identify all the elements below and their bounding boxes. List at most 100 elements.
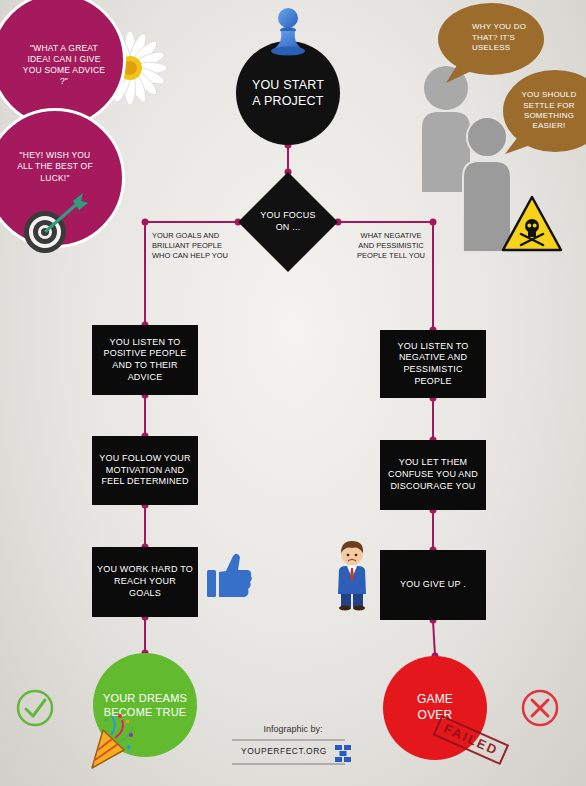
- tie: [350, 568, 354, 581]
- node-text: YOU FOCUS ON ...: [260, 210, 316, 233]
- circle-shape: [236, 41, 340, 145]
- logo-block: [335, 745, 342, 750]
- node-text: YOUR DREAMS BECOME TRUE: [100, 691, 190, 720]
- bubble-shape: [438, 3, 544, 75]
- node-outline: [236, 41, 340, 145]
- shoe: [339, 606, 351, 611]
- party-popper: [92, 714, 133, 768]
- flow-connector: [432, 510, 434, 550]
- node-text: "WHAT A GREAT IDEA! CAN I GIVE YOU SOME …: [22, 43, 106, 87]
- credit-site: YOUPERFECT.ORG: [234, 746, 334, 756]
- credit-rules: [232, 740, 345, 764]
- flow-connector: [433, 620, 435, 656]
- node-text-area: YOU START A PROJECT: [250, 55, 326, 131]
- process-box: YOU WORK HARD TO REACH YOUR GOALS: [92, 547, 198, 617]
- speech-bubble: WHY YOU DO THAT? IT'S USELESS: [438, 3, 544, 75]
- success-check-icon: [18, 691, 52, 725]
- sad-mouth: [348, 560, 356, 562]
- node-text-area: YOU LISTEN TO POSITIVE PEOPLE AND TO THE…: [97, 325, 193, 395]
- node-text-area: YOU FOCUS ON ...: [260, 200, 316, 244]
- eye: [347, 554, 350, 557]
- node-text-area: YOU LISTEN TO NEGATIVE AND PESSIMISTIC P…: [385, 330, 481, 398]
- hair: [341, 541, 363, 553]
- target-arrow: [46, 203, 78, 231]
- process-box: YOU FOLLOW YOUR MOTIVATION AND FEEL DETE…: [92, 436, 198, 505]
- node-text: YOU LISTEN TO NEGATIVE AND PESSIMISTIC P…: [385, 341, 481, 388]
- credit-rule: [232, 740, 345, 741]
- sad-businessman: [338, 541, 366, 611]
- credit-caption: Infographic by:: [232, 724, 354, 735]
- confetti: [129, 733, 133, 737]
- skull-jaw: [528, 230, 536, 237]
- logo-block: [344, 745, 351, 750]
- failed-stamp: FAILED: [433, 715, 509, 765]
- node-text-area: YOUR DREAMS BECOME TRUE: [100, 665, 190, 745]
- node-text: YOU LISTEN TO POSITIVE PEOPLE AND TO THE…: [97, 337, 193, 384]
- process-box: YOU LISTEN TO POSITIVE PEOPLE AND TO THE…: [92, 325, 198, 395]
- popper-cone: [92, 730, 124, 768]
- node-text: YOU GIVE UP .: [385, 579, 481, 591]
- logo-block: [344, 757, 351, 762]
- process-box: YOU LISTEN TO NEGATIVE AND PESSIMISTIC P…: [380, 330, 486, 398]
- danger-sign: [503, 197, 561, 250]
- node-text-area: "WHAT A GREAT IDEA! CAN I GIVE YOU SOME …: [22, 32, 106, 98]
- flow-connector: [145, 222, 238, 325]
- connector-dot: [142, 219, 149, 226]
- thumbs-up-icon: [207, 554, 252, 597]
- node-text-area: WHY YOU DO THAT? IT'S USELESS: [472, 13, 538, 63]
- popper-stripe: [98, 739, 112, 750]
- credit-rule: [232, 764, 345, 765]
- streamer: [115, 720, 123, 738]
- skull-eye: [527, 224, 531, 228]
- streamer: [111, 716, 115, 735]
- failure-x-icon: [523, 691, 557, 725]
- bubble-shape: [503, 70, 586, 152]
- node-text: "HEY! WISH YOU ALL THE BEST OF LUCK!": [12, 150, 98, 183]
- start-circle: YOU START A PROJECT: [236, 41, 340, 145]
- streamer: [119, 727, 133, 742]
- branch-label: WHAT NEGATIVE AND PESSIMISTIC PEOPLE TEL…: [352, 231, 430, 261]
- flow-connector: [338, 222, 433, 330]
- check-ring: [18, 691, 52, 725]
- diamond-shape: [238, 172, 338, 272]
- leg: [353, 592, 363, 607]
- circle-shape: [93, 653, 197, 757]
- negative-people-silhouette: [422, 66, 511, 252]
- confetti: [126, 745, 131, 750]
- node-text-area: YOU SHOULD SETTLE FOR SOMETHING EASIER!: [516, 82, 582, 140]
- logo-block: [340, 751, 347, 756]
- speech-bubble: YOU SHOULD SETTLE FOR SOMETHING EASIER!: [503, 70, 586, 152]
- popper-stripe: [95, 744, 118, 760]
- node-text: YOU SHOULD SETTLE FOR SOMETHING EASIER!: [516, 90, 582, 132]
- pawn-head: [278, 8, 298, 28]
- thumb-hand: [219, 554, 252, 597]
- check-mark: [26, 700, 45, 716]
- node-text-area: YOU GIVE UP .: [385, 550, 481, 620]
- node-text-area: YOU LET THEM CONFUSE YOU AND DISCOURAGE …: [385, 440, 481, 510]
- suit: [338, 566, 366, 594]
- arrow-fletching: [73, 193, 88, 210]
- decision-diamond: YOU FOCUS ON ...: [238, 172, 338, 272]
- confetti: [126, 720, 129, 723]
- warning-triangle: [503, 197, 561, 250]
- pawn-base: [271, 47, 305, 56]
- thumb-cuff: [207, 570, 216, 597]
- node-text: WHY YOU DO THAT? IT'S USELESS: [472, 22, 538, 53]
- eye: [355, 554, 358, 557]
- node-text: GAME OVER: [405, 692, 465, 723]
- process-box: YOU GIVE UP .: [380, 550, 486, 620]
- target-icon: [24, 193, 88, 253]
- node-text: YOU FOLLOW YOUR MOTIVATION AND FEEL DETE…: [97, 453, 193, 488]
- x-mark: [532, 700, 548, 716]
- site-logo: [335, 745, 351, 762]
- circle-shape: [0, 0, 125, 127]
- process-box: YOU LET THEM CONFUSE YOU AND DISCOURAGE …: [380, 440, 486, 510]
- logo-block: [335, 757, 342, 762]
- connector-dot: [430, 219, 437, 226]
- x-ring: [523, 691, 557, 725]
- confetti: [104, 718, 108, 722]
- flow-connector: [287, 145, 289, 172]
- flow-connector: [144, 617, 146, 653]
